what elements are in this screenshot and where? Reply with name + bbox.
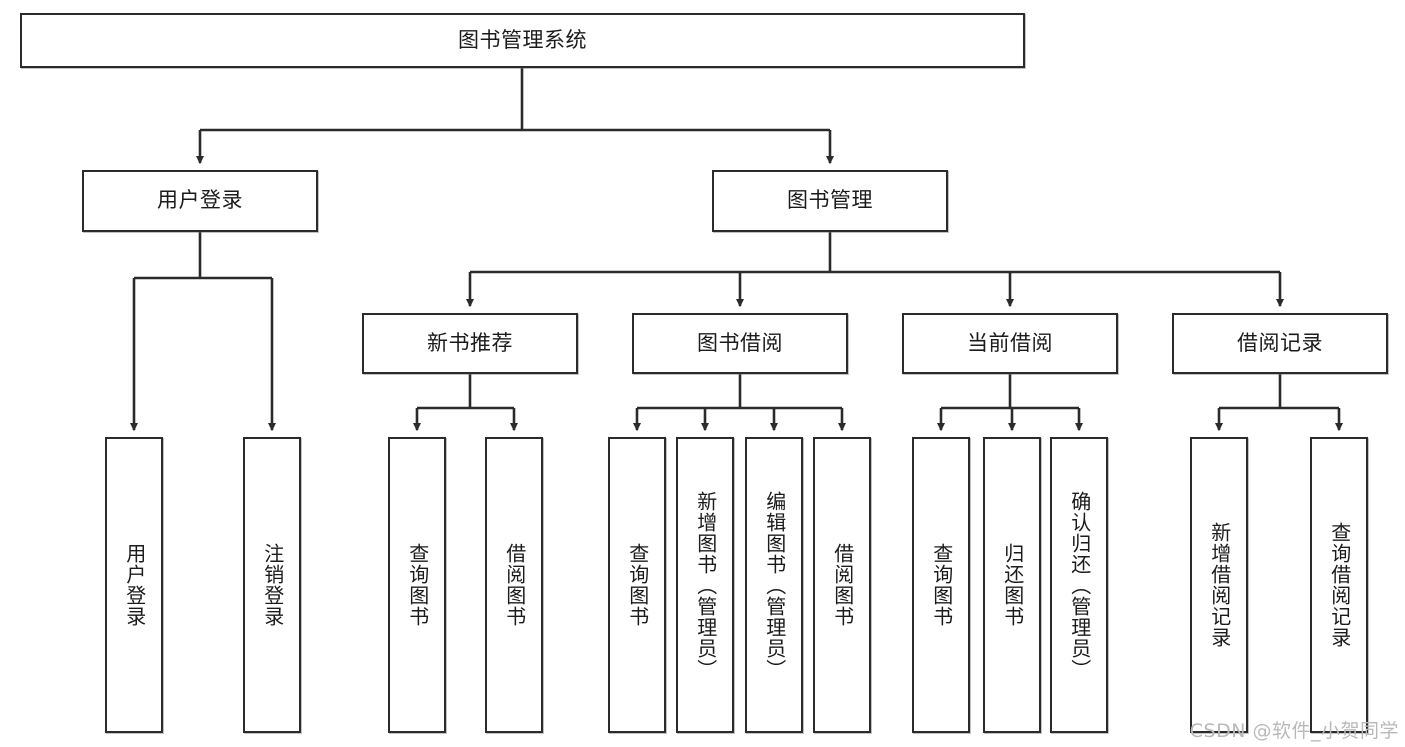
node-book-borrow-label: 图书借阅 xyxy=(697,330,783,355)
node-borrow-records-label: 借阅记录 xyxy=(1237,330,1323,355)
leaf-add-borrow-record[interactable]: 新增借阅记录 xyxy=(1190,437,1248,733)
leaf-newbook-borrow-book[interactable]: 借阅图书 xyxy=(485,437,543,733)
leaf-current-query-book[interactable]: 查询图书 xyxy=(912,437,970,733)
leaf-confirm-return-admin-label: 确认归还（管理员） xyxy=(1067,490,1092,680)
leaf-borrow-query-book[interactable]: 查询图书 xyxy=(608,437,666,733)
leaf-current-query-book-label: 查询图书 xyxy=(929,543,954,627)
leaf-logout-label: 注销登录 xyxy=(260,543,285,627)
leaf-add-book-admin[interactable]: 新增图书（管理员） xyxy=(676,437,734,733)
leaf-query-borrow-record-label: 查询借阅记录 xyxy=(1327,522,1352,648)
node-current-borrow-label: 当前借阅 xyxy=(967,330,1053,355)
node-new-book-recommend-label: 新书推荐 xyxy=(427,330,513,355)
node-root[interactable]: 图书管理系统 xyxy=(20,13,1025,68)
leaf-return-book[interactable]: 归还图书 xyxy=(983,437,1041,733)
node-user-login[interactable]: 用户登录 xyxy=(82,170,318,232)
node-borrow-records[interactable]: 借阅记录 xyxy=(1172,313,1388,374)
leaf-logout[interactable]: 注销登录 xyxy=(243,437,301,733)
leaf-edit-book-admin-label: 编辑图书（管理员） xyxy=(762,490,787,680)
leaf-borrow-book-label: 借阅图书 xyxy=(830,543,855,627)
node-root-label: 图书管理系统 xyxy=(458,27,587,52)
node-new-book-recommend[interactable]: 新书推荐 xyxy=(362,313,578,374)
leaf-add-book-admin-label: 新增图书（管理员） xyxy=(693,490,718,680)
node-book-management[interactable]: 图书管理 xyxy=(712,170,948,232)
leaf-confirm-return-admin[interactable]: 确认归还（管理员） xyxy=(1050,437,1108,733)
leaf-newbook-borrow-book-label: 借阅图书 xyxy=(502,543,527,627)
leaf-borrow-book[interactable]: 借阅图书 xyxy=(813,437,871,733)
leaf-newbook-query-book-label: 查询图书 xyxy=(405,543,430,627)
leaf-borrow-query-book-label: 查询图书 xyxy=(625,543,650,627)
watermark-text: CSDN @软件_小贺同学 xyxy=(1189,720,1399,742)
node-current-borrow[interactable]: 当前借阅 xyxy=(902,313,1118,374)
leaf-user-login[interactable]: 用户登录 xyxy=(105,437,163,733)
leaf-user-login-label: 用户登录 xyxy=(122,543,147,627)
leaf-edit-book-admin[interactable]: 编辑图书（管理员） xyxy=(745,437,803,733)
node-book-management-label: 图书管理 xyxy=(787,188,873,213)
leaf-newbook-query-book[interactable]: 查询图书 xyxy=(388,437,446,733)
node-book-borrow[interactable]: 图书借阅 xyxy=(632,313,848,374)
node-user-login-label: 用户登录 xyxy=(157,188,243,213)
leaf-query-borrow-record[interactable]: 查询借阅记录 xyxy=(1310,437,1368,733)
leaf-return-book-label: 归还图书 xyxy=(1000,543,1025,627)
leaf-add-borrow-record-label: 新增借阅记录 xyxy=(1207,522,1232,648)
